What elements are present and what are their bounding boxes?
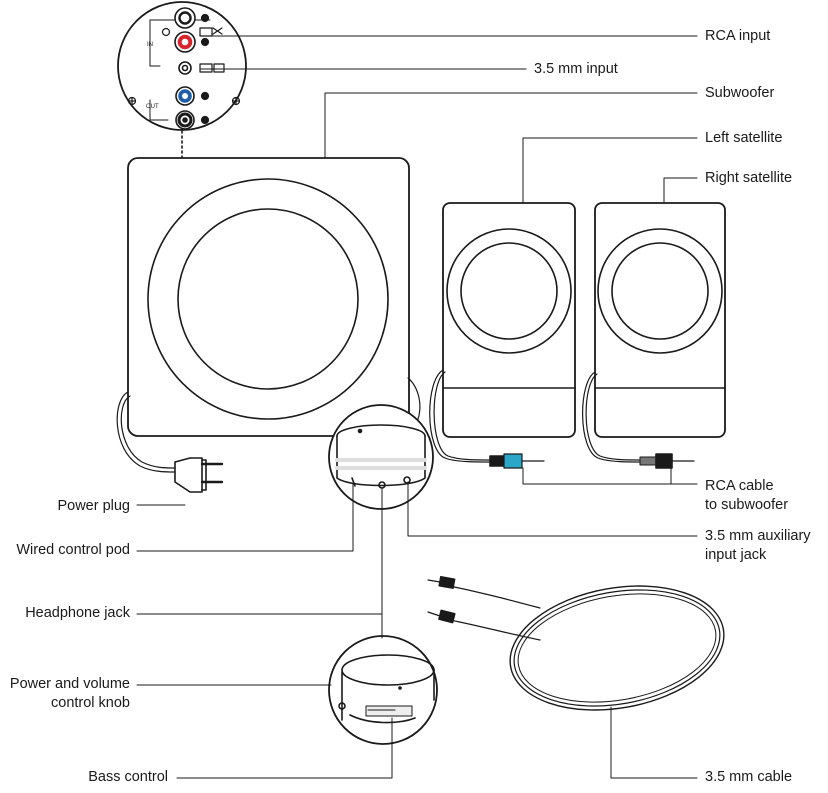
label-right-satellite: Right satellite [705,170,793,186]
leader-right-satellite [663,177,698,204]
leader-bass-control [176,717,393,779]
leader-rca-cable [522,467,672,485]
label-rca-cable-line-2: to subwoofer [705,497,789,513]
leader-left-satellite [522,137,698,204]
label-rca-input: RCA input [705,28,771,44]
label-35mm-cable: 3.5 mm cable [705,769,793,785]
label-aux-jack-line-2: input jack [705,547,767,563]
label-aux-jack-line-1: 3.5 mm auxiliary [705,528,811,544]
label-rca-cable-line-1: RCA cable [705,478,774,494]
label-control-pod: Wired control pod [16,542,130,558]
label-volume-knob: Power and volume control knob [10,675,130,713]
label-aux-jack: 3.5 mm auxiliary input jack [705,527,811,565]
screw-icon [161,27,171,37]
ground-screw-icons [127,96,241,106]
connection-panel-inset: IN OUT [117,1,247,131]
label-subwoofer: Subwoofer [705,85,775,101]
label-35mm-input: 3.5 mm input [534,61,618,77]
right-satellite-illustration [594,202,726,438]
left-satellite-cable [429,369,545,469]
volume-knob-inset [328,635,438,745]
label-headphone-jack: Headphone jack [25,605,130,621]
label-rca-cable: RCA cable to subwoofer [705,477,788,515]
input-jack-35mm [178,61,192,75]
cable-35mm-illustration [427,576,725,711]
power-plug-illustration [116,391,224,493]
leader-control-pod [136,483,354,552]
control-pod-inset [328,404,434,510]
leader-aux-jack [407,481,698,537]
leader-35mm-cable [610,706,698,779]
label-volume-knob-line-1: Power and volume [9,676,130,692]
label-left-satellite: Left satellite [705,130,783,146]
label-volume-knob-line-2: control knob [51,695,130,711]
left-satellite-illustration [442,202,576,438]
leader-lines [136,35,698,779]
panel-in-mark: IN [147,42,153,48]
label-bass-control: Bass control [88,769,168,785]
rca-jack-red [174,31,196,53]
leader-subwoofer [324,92,698,159]
right-satellite-cable [582,371,695,469]
speaker-symbol-icons [199,13,225,125]
panel-out-mark: OUT [146,104,159,110]
label-power-plug: Power plug [57,498,130,514]
output-jack-black [175,110,195,130]
rca-jack-white [174,7,196,29]
output-jack-blue [175,86,195,106]
subwoofer-illustration [127,157,410,437]
